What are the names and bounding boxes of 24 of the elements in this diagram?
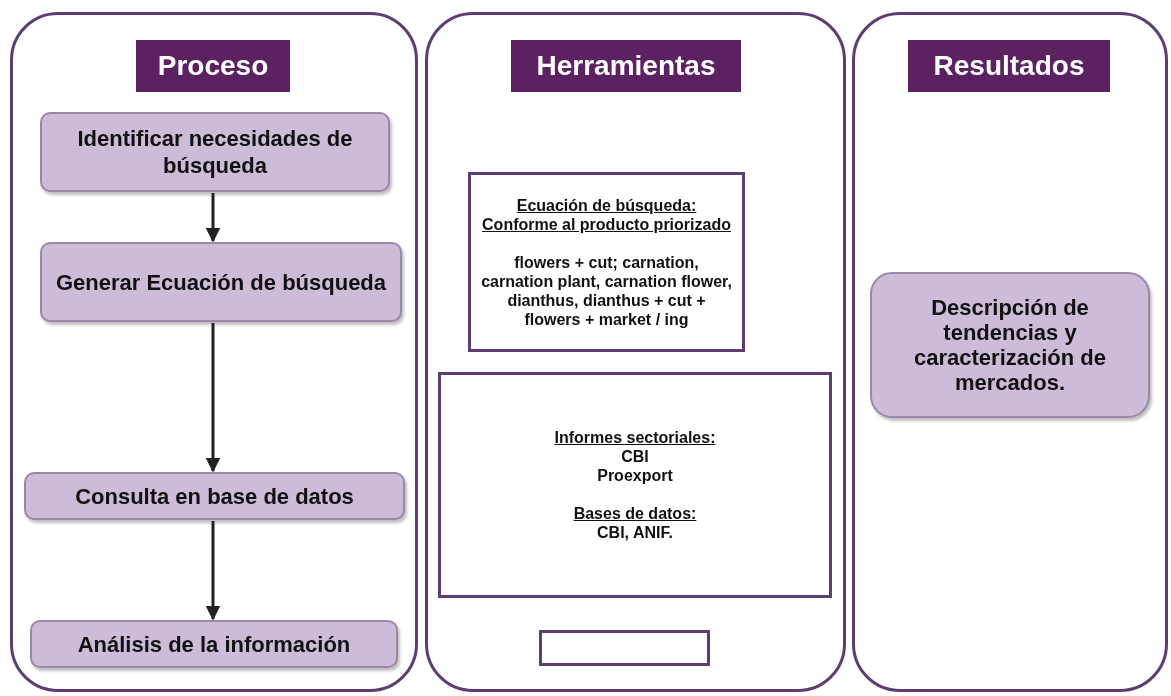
section-heading: Informes sectoriales:	[554, 428, 716, 447]
tool-text: CBI	[621, 447, 649, 466]
process-box: Consulta en base de datos	[24, 472, 405, 520]
tool-text: CBI, ANIF.	[597, 523, 673, 542]
column-panel	[10, 12, 418, 692]
tool-box	[468, 172, 745, 352]
arrow	[205, 323, 221, 473]
arrow	[205, 521, 221, 621]
section-heading: Ecuación de búsqueda: Conforme al producto priorizado	[481, 195, 732, 234]
section-heading: Bases de datos:	[573, 504, 697, 523]
tool-box	[539, 630, 710, 666]
column-panel	[425, 12, 846, 692]
tool-text: Proexport	[597, 466, 673, 485]
column-heading: Herramientas	[511, 40, 741, 92]
arrow	[205, 193, 221, 243]
tool-box	[438, 372, 832, 598]
column-heading: Resultados	[908, 40, 1110, 92]
result-box: Descripción de tendencias y caracterización de mercados.	[870, 272, 1150, 418]
column-panel	[852, 12, 1168, 692]
process-box: Identificar necesidades de búsqueda	[40, 112, 390, 192]
process-box: Generar Ecuación de búsqueda	[40, 242, 402, 322]
column-heading: Proceso	[136, 40, 290, 92]
process-box: Análisis de la información	[30, 620, 398, 668]
tool-text: flowers + cut; carnation, carnation plant, carnation flower, dianthus, dianthus + cut + flowers + market / ing	[480, 252, 733, 329]
